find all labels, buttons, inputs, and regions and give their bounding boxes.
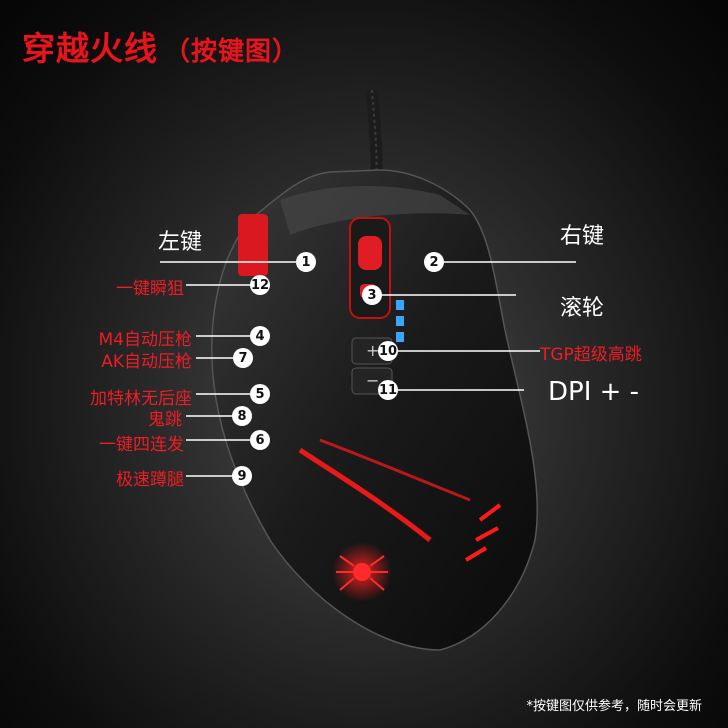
label-one-key-snipe: 一键瞬狙 bbox=[116, 279, 184, 299]
badge-3: 3 bbox=[362, 285, 382, 305]
left-button-red-panel bbox=[238, 214, 268, 276]
title-sub: （按键图） bbox=[164, 37, 300, 67]
footnote: *按键图仅供参考，随时会更新 bbox=[526, 699, 702, 714]
badge-10: 10 bbox=[378, 341, 398, 361]
badge-8: 8 bbox=[232, 406, 252, 426]
badge-5: 5 bbox=[250, 384, 270, 404]
badge-9: 9 bbox=[232, 466, 252, 486]
badge-11: 11 bbox=[378, 380, 398, 400]
badge-1: 1 bbox=[296, 252, 316, 272]
label-gatling: 加特林无后座 bbox=[90, 389, 192, 409]
label-ak-recoil: AK自动压枪 bbox=[101, 352, 192, 372]
scroll-wheel bbox=[358, 236, 382, 270]
label-four-burst: 一键四连发 bbox=[99, 435, 184, 455]
label-ghost-jump: 鬼跳 bbox=[148, 410, 182, 430]
dpi-minus-mark: − bbox=[366, 371, 379, 390]
label-left-click: 左键 bbox=[158, 230, 203, 255]
badge-12: 12 bbox=[250, 275, 270, 295]
label-tgp-jump: TGP超级高跳 bbox=[540, 345, 642, 365]
label-m4-recoil: M4自动压枪 bbox=[98, 330, 192, 350]
badge-6: 6 bbox=[250, 430, 270, 450]
label-dpi: DPI + - bbox=[548, 377, 640, 407]
label-scroll-wheel: 滚轮 bbox=[560, 296, 605, 321]
page-title: 穿越火线（按键图） bbox=[22, 22, 299, 70]
title-main: 穿越火线 bbox=[22, 29, 158, 68]
badge-4: 4 bbox=[250, 326, 270, 346]
label-right-click: 右键 bbox=[560, 224, 605, 249]
label-fast-crouch: 极速蹲腿 bbox=[116, 470, 184, 490]
badge-7: 7 bbox=[233, 348, 253, 368]
badge-2: 2 bbox=[424, 252, 444, 272]
dpi-plus-mark: + bbox=[366, 341, 379, 360]
